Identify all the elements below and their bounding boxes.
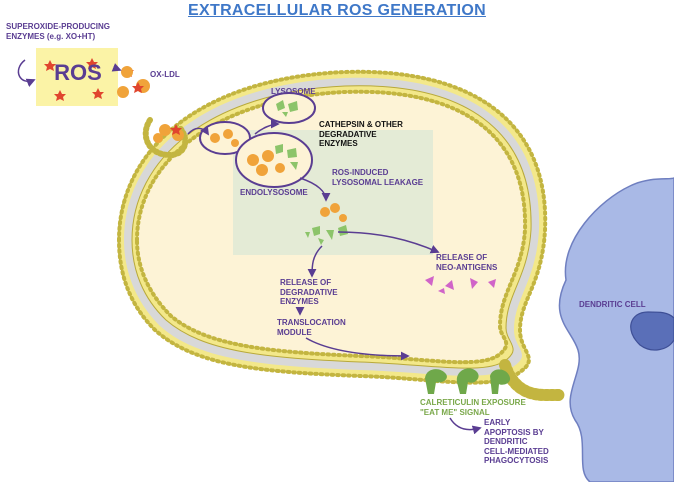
- arrow-to-apoptosis: [449, 417, 482, 435]
- label-ros: ROS: [54, 60, 102, 85]
- oxldl-particles: [117, 66, 184, 143]
- label-apoptosis: EARLY APOPTOSIS BY DENDRITIC CELL-MEDIAT…: [484, 418, 549, 465]
- leaking-lysosome: [305, 203, 348, 245]
- dendritic-cell: [558, 177, 674, 482]
- label-dendritic-cell: DENDRITIC CELL: [579, 300, 646, 309]
- ros-box: [36, 48, 118, 106]
- membrane-heads-inner: [134, 89, 528, 365]
- label-leakage: ROS-INDUCED LYSOSOMAL LEAKAGE: [332, 168, 424, 187]
- arrow-ros-to-oxldl: [111, 63, 122, 72]
- arrow-to-vesicle: [187, 125, 209, 136]
- arrow-to-leakage: [299, 177, 331, 202]
- endocytic-bud: [142, 117, 189, 159]
- endolysosome: [235, 132, 313, 188]
- label-translocation: TRANSLOCATION MODULE: [277, 318, 346, 337]
- arrow-to-calreticulin: [305, 337, 410, 361]
- calreticulin-icon: [425, 368, 511, 394]
- dendritic-nucleus: [630, 311, 674, 351]
- label-oxldl: OX-LDL: [150, 70, 180, 79]
- arrow-to-degradative: [307, 245, 323, 278]
- lysosome: [262, 92, 316, 124]
- label-neoantigens: RELEASE OF NEO-ANTIGENS: [436, 253, 498, 272]
- neoantigen-icon: [425, 276, 496, 294]
- label-lysosome: LYSOSOME: [271, 87, 316, 96]
- arrow-superoxide-to-ros: [17, 59, 36, 87]
- label-calreticulin: CALRETICULIN EXPOSURE "EAT ME" SIGNAL: [420, 398, 526, 417]
- membrane-heads-outer: [116, 69, 548, 385]
- label-degradative: RELEASE OF DEGRADATIVE ENZYMES: [280, 278, 338, 306]
- label-superoxide: SUPEROXIDE-PRODUCING ENZYMES (e.g. XO+HT…: [6, 22, 111, 41]
- page-title: EXTRACELLULAR ROS GENERATION: [188, 2, 486, 19]
- label-cathepsin: CATHEPSIN & OTHER DEGRADATIVE ENZYMES: [319, 120, 403, 148]
- arrow-to-lysosome: [254, 119, 280, 135]
- arrow-to-neoantigens: [337, 231, 440, 254]
- endosome-vesicle: [199, 121, 251, 155]
- label-endolysosome: ENDOLYSOSOME: [240, 188, 308, 197]
